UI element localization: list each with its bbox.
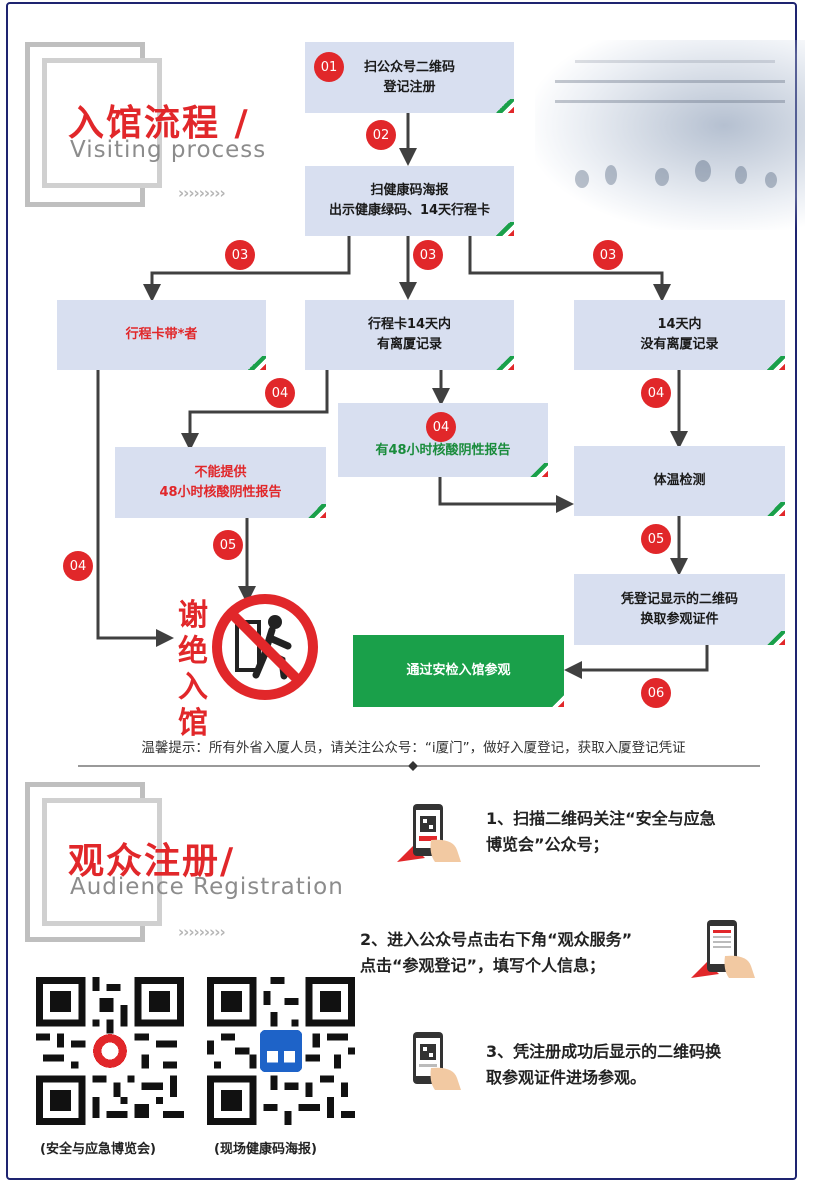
tip-divider bbox=[78, 761, 760, 771]
box-no-leave-record: 14天内没有离厦记录 bbox=[574, 300, 785, 370]
qr-caption-health: (现场健康码海报) bbox=[214, 1142, 317, 1157]
step-badge-04: 04 bbox=[265, 378, 295, 408]
section-title-registration: 观众注册/ bbox=[68, 841, 236, 882]
title-deco-square-inner bbox=[42, 58, 162, 188]
chevron-decoration: ››››››››› bbox=[178, 184, 226, 202]
refuse-entry-text: 谢 绝 入 馆 bbox=[178, 598, 208, 741]
box-scan-health-code: 扫健康码海报出示健康绿码、14天行程卡 bbox=[305, 166, 514, 236]
phone-qr-icon bbox=[413, 1032, 461, 1090]
step-badge-03: 03 bbox=[593, 240, 623, 270]
step-badge-04: 04 bbox=[426, 412, 456, 442]
title-deco-square-inner bbox=[42, 798, 162, 926]
phone-tap-icon bbox=[691, 920, 755, 978]
box-trip-card-star: 行程卡带*者 bbox=[57, 300, 266, 370]
reg-step-2: 2、进入公众号点击右下角“观众服务”点击“参观登记”，填写个人信息； bbox=[360, 930, 633, 975]
step-badge-01: 01 bbox=[314, 52, 344, 82]
qr-caption-expo: (安全与应急博览会) bbox=[40, 1142, 156, 1157]
box-pass-security: 通过安检入馆参观 bbox=[353, 635, 564, 707]
section-title-visit: 入馆流程 / bbox=[68, 103, 250, 144]
box-trip-14-days-left: 行程卡14天内有离厦记录 bbox=[305, 300, 514, 370]
step-badge-05: 05 bbox=[213, 530, 243, 560]
page-border bbox=[6, 2, 797, 1180]
reg-step-3: 3、凭注册成功后显示的二维码换取参观证件进场参观。 bbox=[486, 1042, 722, 1087]
chevron-decoration: ››››››››› bbox=[178, 923, 226, 941]
box-temperature-check: 体温检测 bbox=[574, 446, 785, 516]
reminder-tip: 温馨提示：所有外省入厦人员，请关注公众号：“i厦门”，做好入厦登记，获取入厦登记… bbox=[141, 740, 686, 756]
step-badge-06: 06 bbox=[641, 678, 671, 708]
step-badge-04: 04 bbox=[641, 378, 671, 408]
reg-step-1: 1、扫描二维码关注“安全与应急博览会”公众号； bbox=[486, 809, 716, 854]
step-badge-02: 02 bbox=[366, 120, 396, 150]
box-scan-register: 扫公众号二维码登记注册 bbox=[305, 42, 514, 113]
qr-code-health[interactable] bbox=[207, 977, 355, 1125]
qr-code-expo[interactable] bbox=[36, 977, 184, 1125]
box-exchange-pass: 凭登记显示的二维码换取参观证件 bbox=[574, 574, 785, 645]
no-entry-icon bbox=[212, 594, 318, 700]
phone-scan-icon bbox=[397, 804, 461, 862]
step-badge-05: 05 bbox=[641, 524, 671, 554]
section-subtitle-registration: Audience Registration bbox=[70, 874, 344, 900]
step-badge-04: 04 bbox=[63, 551, 93, 581]
exhibition-photo bbox=[535, 40, 805, 230]
section-subtitle-visit: Visiting process bbox=[70, 137, 267, 163]
step-badge-03: 03 bbox=[413, 240, 443, 270]
step-badge-03: 03 bbox=[225, 240, 255, 270]
